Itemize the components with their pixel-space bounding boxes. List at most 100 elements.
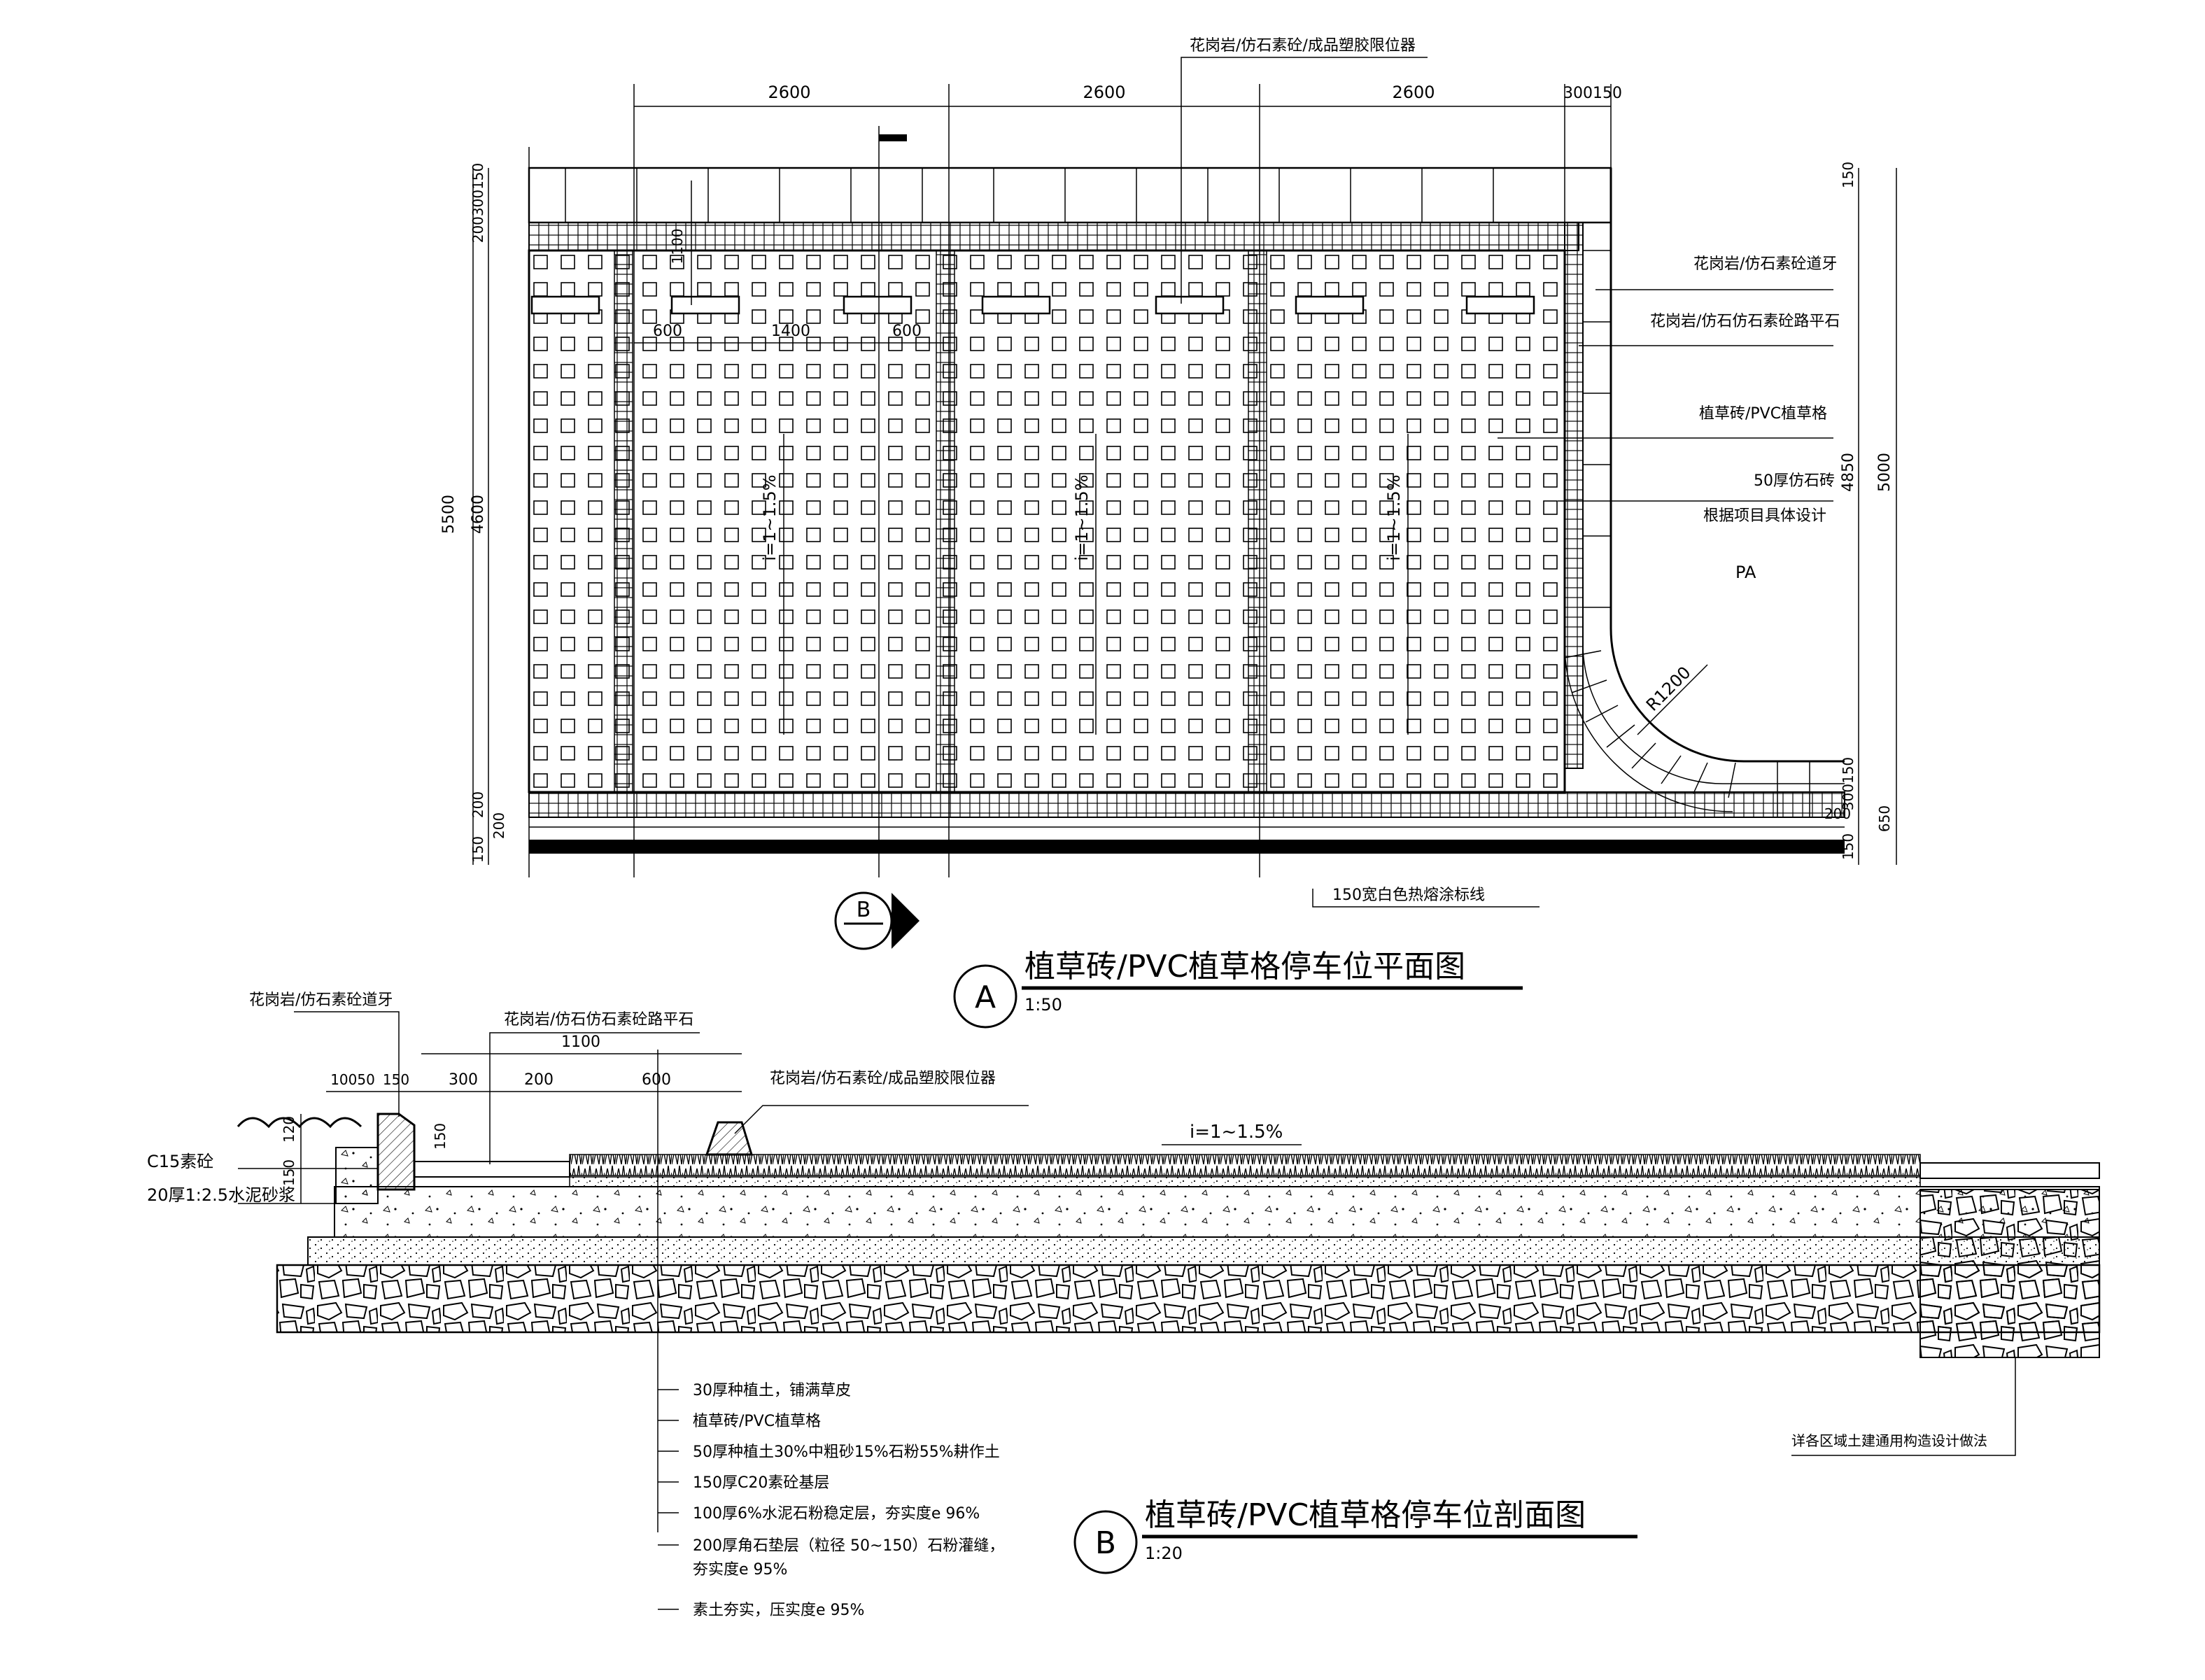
section-dim-6: 600 [642,1071,671,1089]
section-dim-left-2: 150 [281,1159,297,1186]
wheel-stopper-1 [530,295,600,315]
plan-slope-3: i=1~1.5% [1384,474,1404,560]
plan-dim-right-5: 650 [1876,805,1893,832]
plan-leaders [1181,57,1833,908]
section-callout-general: 详各区域土建通用构造设计做法 [1791,1432,1987,1449]
section-left-planting [237,1117,362,1129]
layer-grass [569,1154,1921,1176]
section-symbol-label: B [857,898,871,922]
plan-dim-inner-3: 600 [892,323,922,340]
section-c15-base [335,1147,379,1204]
plan-radius-label: R1200 [1642,663,1695,715]
section-dim-4: 300 [449,1071,478,1089]
section-callout-stopper: 花岗岩/仿石素砼/成品塑胶限位器 [770,1070,996,1087]
plan-grid-lines [528,84,1612,877]
plan-view: 2600 2600 2600 300150 200300150 5500 460… [440,37,1897,1029]
plan-callout-note: 根据项目具体设计 [1703,507,1826,525]
section-callout-curb: 花岗岩/仿石素砼道牙 [249,991,393,1009]
plan-paving-joints [565,168,1611,608]
section-slope: i=1~1.5% [1190,1122,1283,1143]
wheel-stopper-7 [1465,295,1535,315]
plan-corner-inner [1564,643,1733,812]
plan-dim-inner-4: 1100 [669,229,686,264]
plan-dim-left-4: 200 [470,791,486,818]
plan-dim-right-4: 300150 [1840,757,1857,810]
wheel-stopper-5 [1155,295,1225,315]
section-symbol-b: B [834,891,920,950]
section-callout-paving: 花岗岩/仿石仿石素砼路平石 [504,1011,693,1029]
section-layer-labels: 30厚种植土，铺满草皮 植草砖/PVC植草格 50厚种植土30%中粗砂15%石粉… [658,1382,1004,1619]
plan-white-marking-line [529,840,1845,854]
section-dims-left: 120 150 150 [281,1114,449,1203]
plan-scale: 1:50 [1024,995,1062,1015]
wheel-stopper-6 [1295,295,1365,315]
section-dim-2: 10050 [330,1071,375,1088]
section-paving-left [414,1161,570,1178]
wheel-stopper-3 [843,295,913,315]
plan-dim-right-2: 4850 [1840,453,1857,492]
layer-label-2: 植草砖/PVC植草格 [693,1413,821,1430]
plan-dim-right-7: 150 [1840,833,1857,860]
section-dim-5: 200 [524,1071,554,1089]
section-callout-mortar: 20厚1:2.5水泥砂浆 [147,1185,295,1205]
plan-callout-stone-brick: 50厚仿石砖 [1754,472,1835,490]
section-paving-right [1919,1162,2100,1179]
plan-dim-left-2: 5500 [440,495,458,534]
section-view: 1100 10050 150 300 200 600 120 150 150 i… [147,991,2101,1619]
wheel-stopper-2 [670,295,740,315]
wheel-stopper-4 [981,295,1051,315]
section-dim-1: 1100 [561,1033,600,1051]
plan-callout-marking: 150宽白色热熔涂标线 [1332,887,1485,904]
layer-label-6: 200厚角石垫层（粒径 50~150）石粉灌缝， [693,1537,1004,1555]
plan-slope-2: i=1~1.5% [1072,474,1092,560]
plan-border-top [528,222,1579,251]
section-leaders [238,1011,2016,1456]
plan-stripe-2 [936,250,955,793]
plan-dim-top-3: 2600 [1392,83,1435,102]
plan-dim-left-3: 4600 [470,495,487,534]
plan-dim-top-4: 300150 [1563,85,1622,102]
section-dim-3: 150 [383,1071,409,1088]
layer-label-7: 夯实度e 95% [693,1561,787,1579]
plan-stripe-3 [1248,250,1267,793]
section-cut-mark [879,134,907,141]
plan-pa-label: PA [1735,563,1756,582]
section-dim-left-1: 120 [281,1116,297,1143]
plan-dim-right-1: 150 [1840,162,1857,188]
section-callout-c15: C15素砼 [147,1152,213,1171]
plan-dim-left-6: 150 [470,836,486,863]
section-dim-left-3: 150 [432,1123,449,1150]
layer-planting-soil [569,1176,1921,1187]
plan-dims-inner: 600 1400 600 1100 [634,181,949,344]
plan-border-right [1564,222,1584,769]
plan-border-bottom [528,791,1845,818]
plan-title-letter: A [975,980,996,1015]
layer-label-4: 150厚C20素砼基层 [693,1474,829,1492]
plan-dim-inner-1: 600 [653,323,682,340]
plan-dim-left-1: 200300150 [470,163,486,243]
plan-slope-1: i=1~1.5% [760,474,780,560]
layer-stones [276,1264,2101,1334]
plan-dim-inner-2: 1400 [771,323,810,340]
section-dims-top: 1100 10050 150 300 200 600 [326,1033,742,1092]
layer-stabilized [307,1236,2100,1266]
layer-c20-concrete [334,1186,2100,1238]
layer-label-8: 素土夯实，压实度e 95% [693,1602,864,1619]
plan-grass-area [528,249,1566,793]
plan-dim-top-1: 2600 [768,83,810,102]
plan-dim-right-6: 200 [1824,805,1851,822]
plan-dims-top: 2600 2600 2600 300150 [634,83,1622,107]
plan-title: 植草砖/PVC植草格停车位平面图 [1024,949,1465,984]
layer-label-3: 50厚种植土30%中粗砂15%石粉55%耕作土 [693,1443,1000,1461]
plan-dims-right: 150 4850 5000 300150 650 200 150 [1824,162,1897,865]
plan-slopes: i=1~1.5% i=1~1.5% i=1~1.5% [760,434,1409,735]
section-curb [376,1113,416,1191]
plan-callout-stopper: 花岗岩/仿石素砼/成品塑胶限位器 [1190,37,1416,55]
plan-title-block: A 植草砖/PVC植草格停车位平面图 1:50 [953,949,1523,1029]
plan-corner-joints [1564,650,1810,817]
section-scale: 1:20 [1145,1544,1183,1563]
plan-callout-grass: 植草砖/PVC植草格 [1699,405,1827,423]
plan-callout-paving: 花岗岩/仿石仿石素砼路平石 [1650,313,1840,330]
plan-dim-left-5: 200 [491,812,507,839]
